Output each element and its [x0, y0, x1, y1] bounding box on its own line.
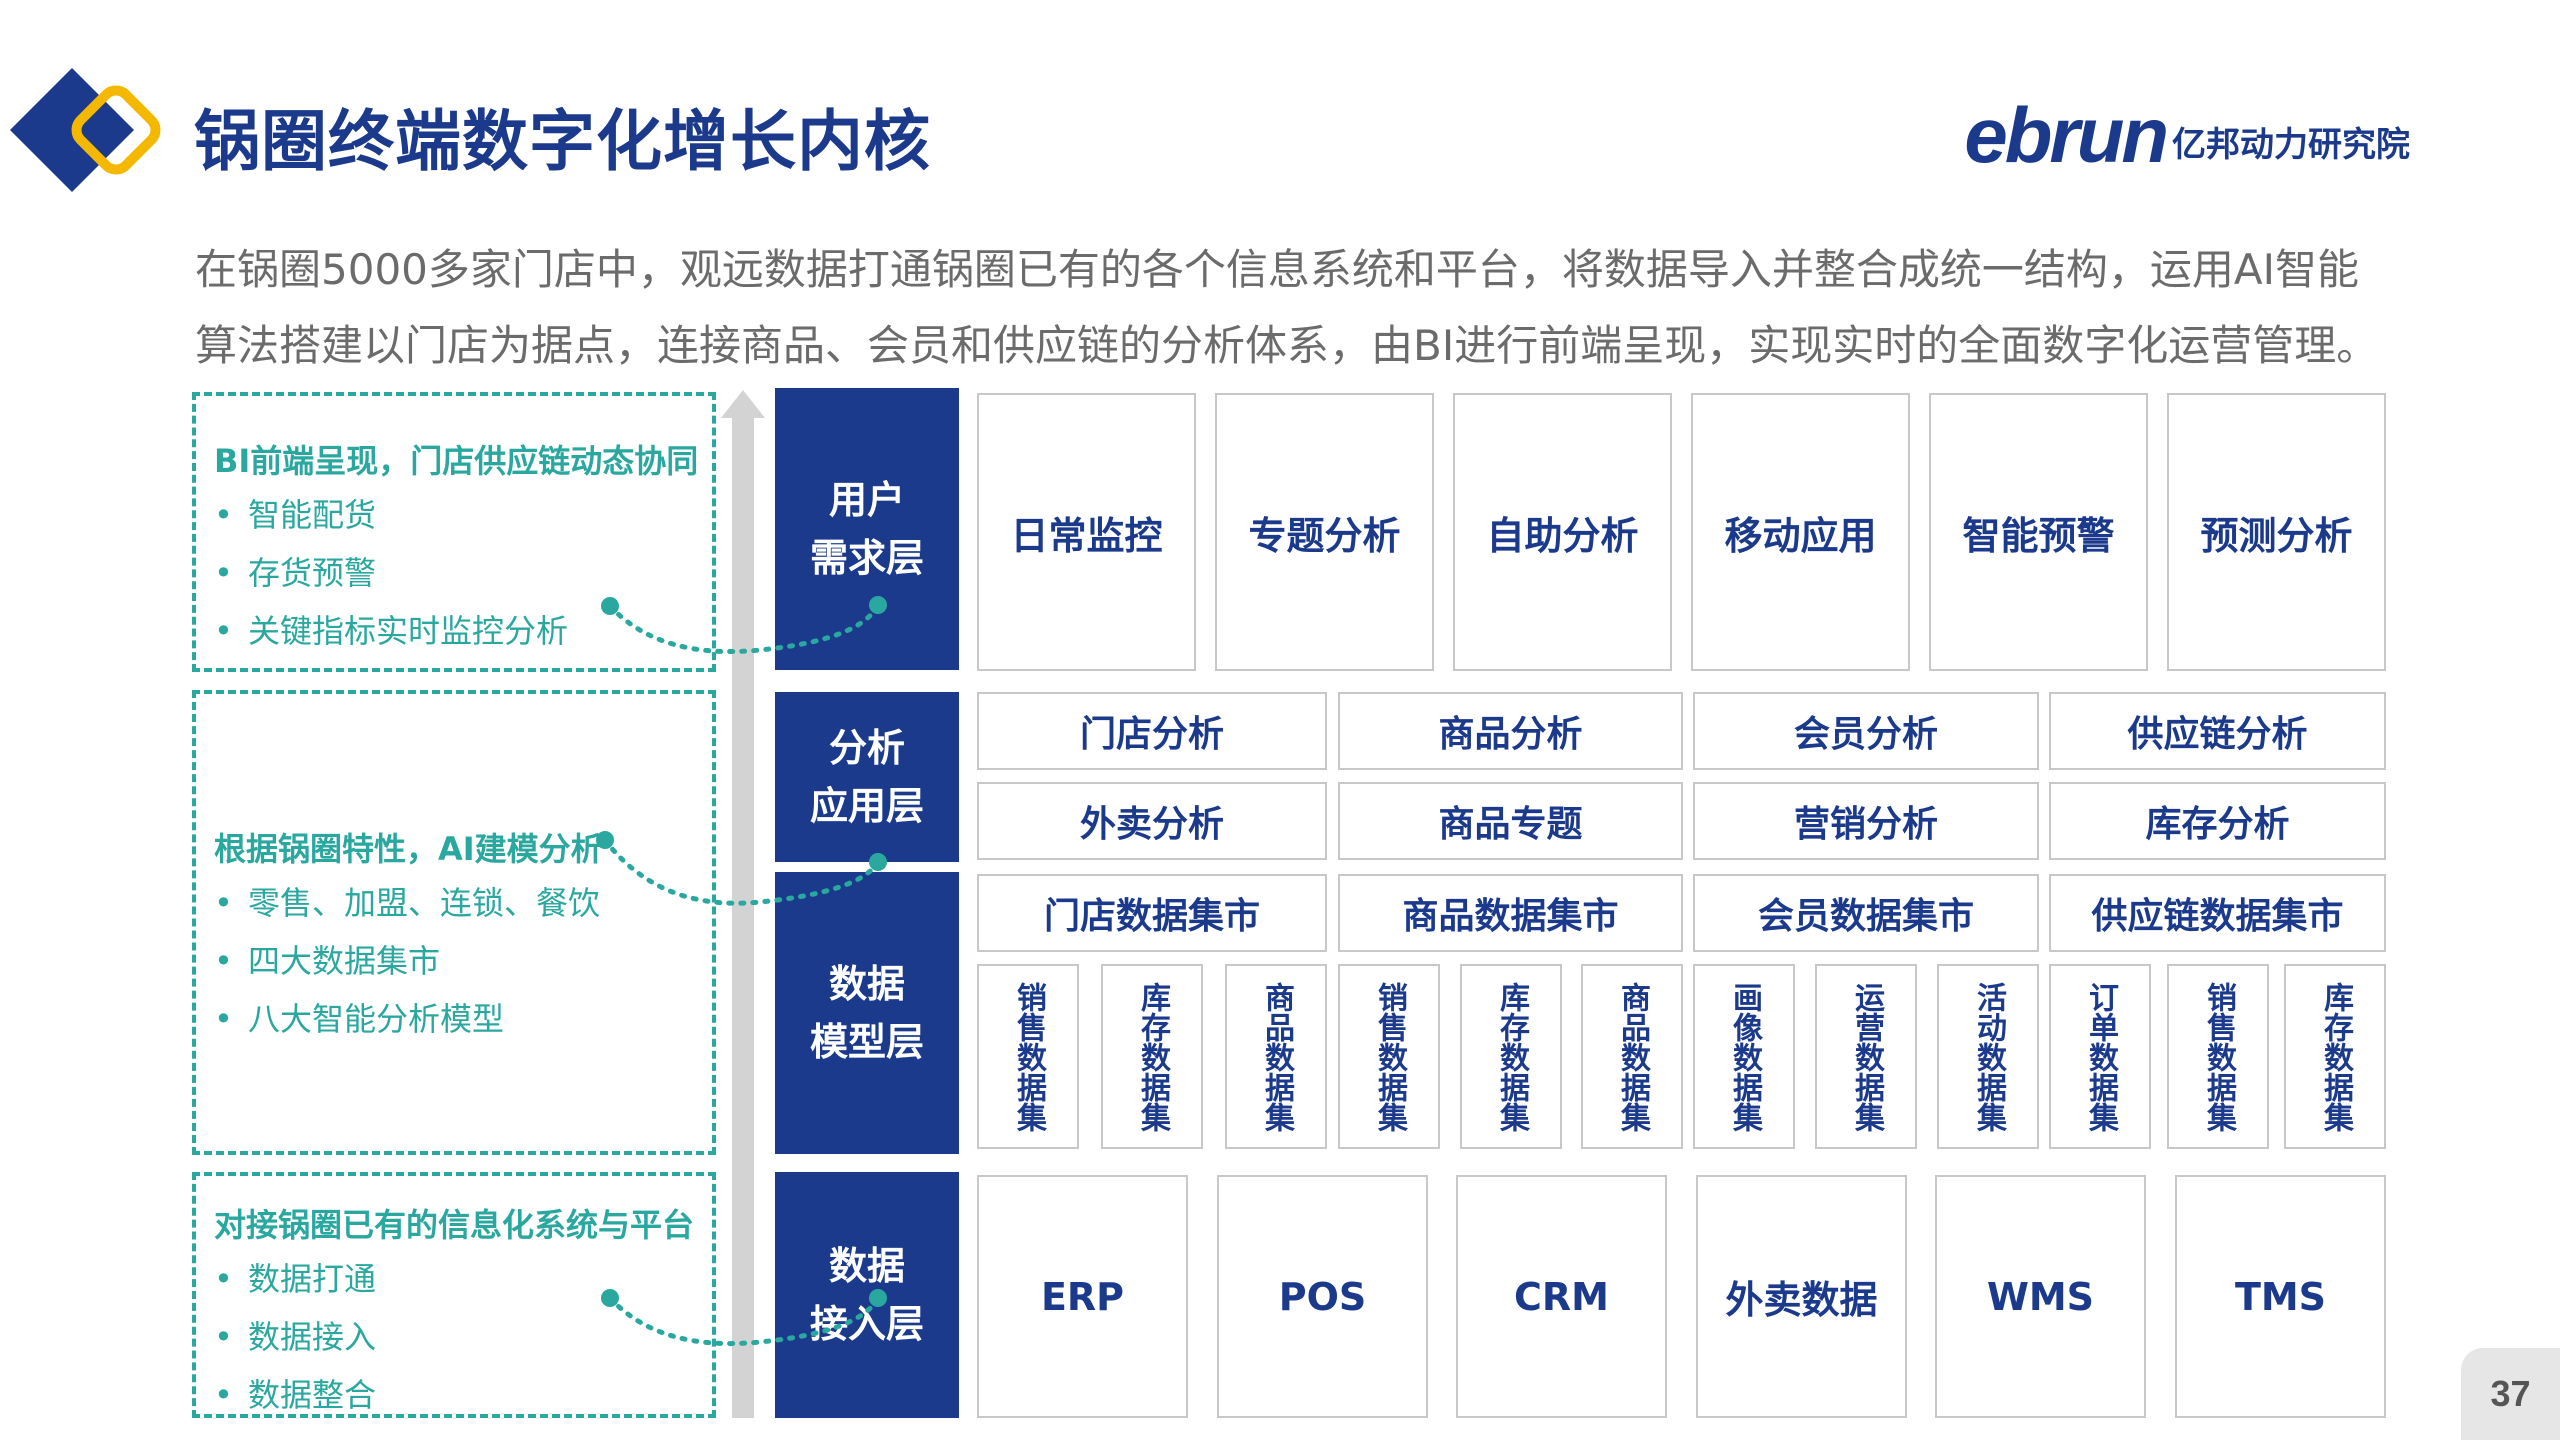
data-mart-box: 商品数据集市: [1338, 874, 1683, 952]
page-title: 锅圈终端数字化增长内核: [194, 103, 931, 180]
list-item: 八大智能分析模型: [214, 990, 600, 1048]
dataset-box: 销售数据集: [1338, 964, 1440, 1149]
list-item: 关键指标实时监控分析: [214, 602, 568, 660]
system-box-wms: WMS: [1935, 1175, 2146, 1418]
layer-user-demand: 用户需求层: [775, 388, 959, 670]
intro-line-2: 算法搭建以门店为据点，连接商品、会员和供应链的分析体系，由BI进行前端呈现，实现…: [195, 321, 2379, 370]
user-item-box: 自助分析: [1453, 393, 1672, 671]
dataset-box: 销售数据集: [977, 964, 1079, 1149]
dataset-box: 库存数据集: [2284, 964, 2386, 1149]
dataset-box: 商品数据集: [1225, 964, 1327, 1149]
connector-dot: [869, 1289, 887, 1307]
user-item-box: 移动应用: [1691, 393, 1910, 671]
analysis-item-box: 商品专题: [1338, 782, 1683, 860]
list-item: 存货预警: [214, 544, 568, 602]
dataset-box: 运营数据集: [1815, 964, 1917, 1149]
note-box-frontend: BI前端呈现，门店供应链动态协同 智能配货 存货预警 关键指标实时监控分析: [192, 392, 716, 672]
list-item: 数据整合: [214, 1366, 376, 1424]
data-mart-box: 供应链数据集市: [2049, 874, 2386, 952]
logo-mark-icon: [10, 68, 161, 192]
layer-label-line: 数据: [828, 962, 905, 1006]
note-title: 根据锅圈特性，AI建模分析: [214, 830, 603, 868]
system-box-pos: POS: [1217, 1175, 1428, 1418]
connector-dot: [601, 597, 619, 615]
analysis-item-box: 外卖分析: [977, 782, 1327, 860]
user-item-box: 专题分析: [1215, 393, 1434, 671]
dataset-box: 商品数据集: [1581, 964, 1683, 1149]
connector-dot: [869, 596, 887, 614]
connector-ai: [602, 837, 881, 906]
layer-analysis-application: 分析应用层: [775, 692, 959, 862]
connector-dot: [601, 1289, 619, 1307]
user-item-box: 智能预警: [1929, 393, 2148, 671]
layer-label-line: 用户: [828, 478, 905, 522]
system-box-takeout: 外卖数据: [1696, 1175, 1907, 1418]
analysis-item-box: 营销分析: [1693, 782, 2039, 860]
intro-paragraph: 在锅圈5000多家门店中，观远数据打通锅圈已有的各个信息系统和平台，将数据导入并…: [195, 232, 2415, 384]
connector-integration: [607, 1295, 881, 1347]
dataset-box: 订单数据集: [2049, 964, 2151, 1149]
brand-logo: ebrun 亿邦动力研究院: [1964, 96, 2410, 174]
layer-data-access: 数据接入层: [775, 1172, 959, 1418]
layer-label-line: 分析: [828, 726, 905, 770]
note-list: 零售、加盟、连锁、餐饮 四大数据集市 八大智能分析模型: [214, 874, 600, 1048]
connector-frontend: [607, 602, 881, 655]
list-item: 数据接入: [214, 1308, 376, 1366]
note-box-ai-modeling: 根据锅圈特性，AI建模分析 零售、加盟、连锁、餐饮 四大数据集市 八大智能分析模…: [192, 690, 716, 1155]
analysis-item-box: 会员分析: [1693, 692, 2039, 770]
layer-data-model: 数据模型层: [775, 872, 959, 1154]
dataset-box: 销售数据集: [2167, 964, 2269, 1149]
system-box-erp: ERP: [977, 1175, 1188, 1418]
layer-label-line: 需求层: [809, 536, 924, 580]
dataset-box: 活动数据集: [1937, 964, 2039, 1149]
data-mart-box: 门店数据集市: [977, 874, 1327, 952]
system-box-crm: CRM: [1456, 1175, 1667, 1418]
analysis-item-box: 门店分析: [977, 692, 1327, 770]
list-item: 数据打通: [214, 1250, 376, 1308]
layer-label-line: 模型层: [809, 1020, 924, 1064]
note-list: 智能配货 存货预警 关键指标实时监控分析: [214, 486, 568, 660]
list-item: 四大数据集市: [214, 932, 600, 990]
data-mart-box: 会员数据集市: [1693, 874, 2039, 952]
user-item-box: 预测分析: [2167, 393, 2386, 671]
dataset-box: 库存数据集: [1101, 964, 1203, 1149]
connector-dot: [596, 831, 614, 849]
note-box-system-integration: 对接锅圈已有的信息化系统与平台 数据打通 数据接入 数据整合: [192, 1172, 716, 1418]
intro-line-1: 在锅圈5000多家门店中，观远数据打通锅圈已有的各个信息系统和平台，将数据导入并…: [195, 245, 2360, 294]
arrow-shaft: [732, 410, 754, 1418]
analysis-item-box: 商品分析: [1338, 692, 1683, 770]
list-item: 智能配货: [214, 486, 568, 544]
dataset-box: 画像数据集: [1693, 964, 1795, 1149]
list-item: 零售、加盟、连锁、餐饮: [214, 874, 600, 932]
note-title: 对接锅圈已有的信息化系统与平台: [214, 1206, 695, 1244]
layer-label-line: 数据: [828, 1244, 905, 1288]
layer-label-line: 应用层: [809, 784, 924, 828]
brand-name-en: ebrun: [1964, 91, 2169, 179]
brand-name-cn: 亿邦动力研究院: [2172, 125, 2410, 165]
dataset-box: 库存数据集: [1460, 964, 1562, 1149]
system-box-tms: TMS: [2175, 1175, 2386, 1418]
analysis-item-box: 供应链分析: [2049, 692, 2386, 770]
note-list: 数据打通 数据接入 数据整合: [214, 1250, 376, 1424]
user-item-box: 日常监控: [977, 393, 1196, 671]
connector-dot: [869, 853, 887, 871]
page-number: 37: [2461, 1348, 2560, 1440]
note-title: BI前端呈现，门店供应链动态协同: [214, 442, 699, 480]
analysis-item-box: 库存分析: [2049, 782, 2386, 860]
